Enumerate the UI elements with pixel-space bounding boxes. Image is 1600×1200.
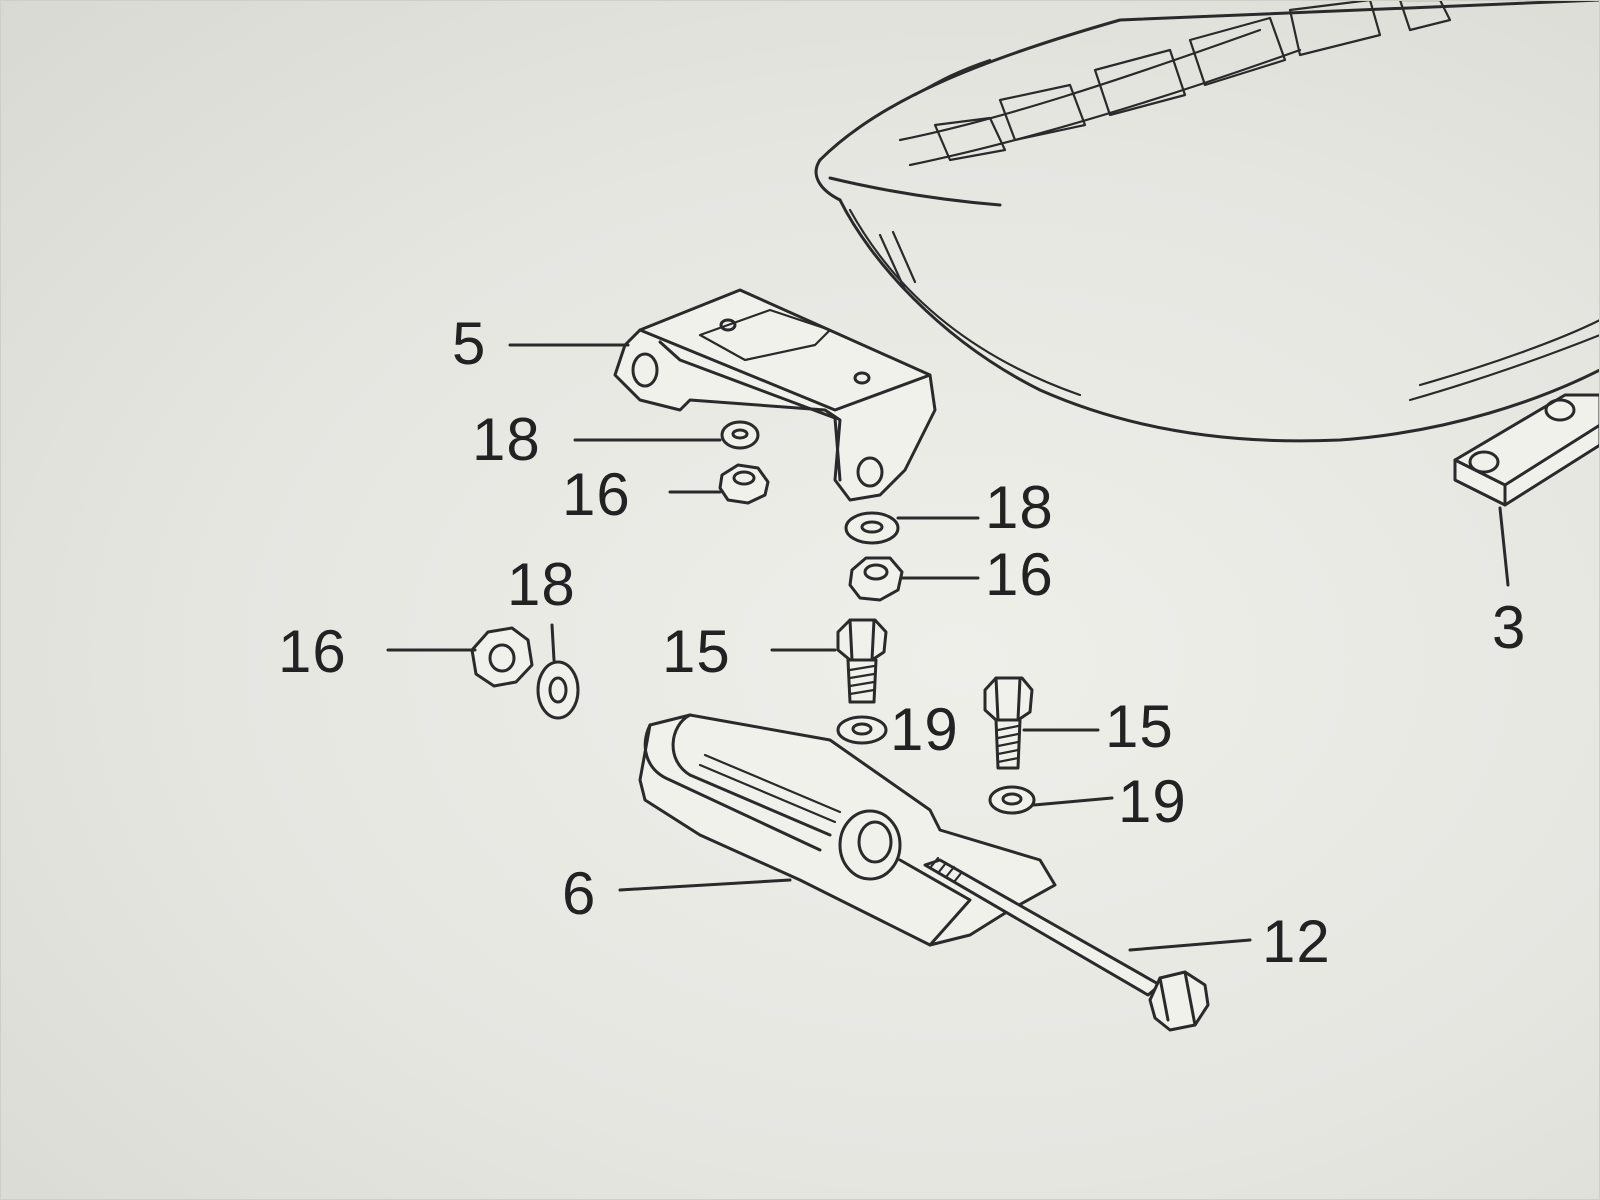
callout-6: 6	[562, 860, 597, 927]
callout-18: 18	[985, 474, 1054, 541]
callout-15: 15	[662, 618, 731, 685]
callout-16: 16	[562, 461, 631, 528]
callout-18: 18	[472, 406, 541, 473]
washer-18-upper	[573, 420, 760, 450]
callout-19: 19	[1118, 768, 1187, 835]
part-6-footpeg	[618, 713, 1057, 947]
nut-16-upper	[668, 463, 770, 505]
callout-15: 15	[1105, 693, 1174, 760]
callout-16: 16	[278, 618, 347, 685]
callout-18: 18	[507, 551, 576, 618]
nut-16-right	[848, 556, 980, 602]
washer-18-left	[536, 623, 580, 720]
callout-3: 3	[1492, 594, 1527, 661]
bolt-15-right	[983, 676, 1100, 770]
washer-19-right	[988, 785, 1114, 815]
part-12-long-bolt	[923, 856, 1252, 1032]
washer-18-right	[844, 511, 980, 545]
part-5-bracket	[508, 288, 937, 502]
bolt-15-left	[770, 618, 888, 704]
callout-5: 5	[452, 310, 487, 377]
callout-12: 12	[1262, 908, 1331, 975]
nut-16-left	[386, 626, 534, 688]
callout-16: 16	[985, 541, 1054, 608]
callout-19: 19	[890, 696, 959, 763]
washer-19-left	[836, 715, 888, 745]
part-3-block	[1453, 393, 1600, 587]
seat-drawing	[814, 0, 1600, 443]
